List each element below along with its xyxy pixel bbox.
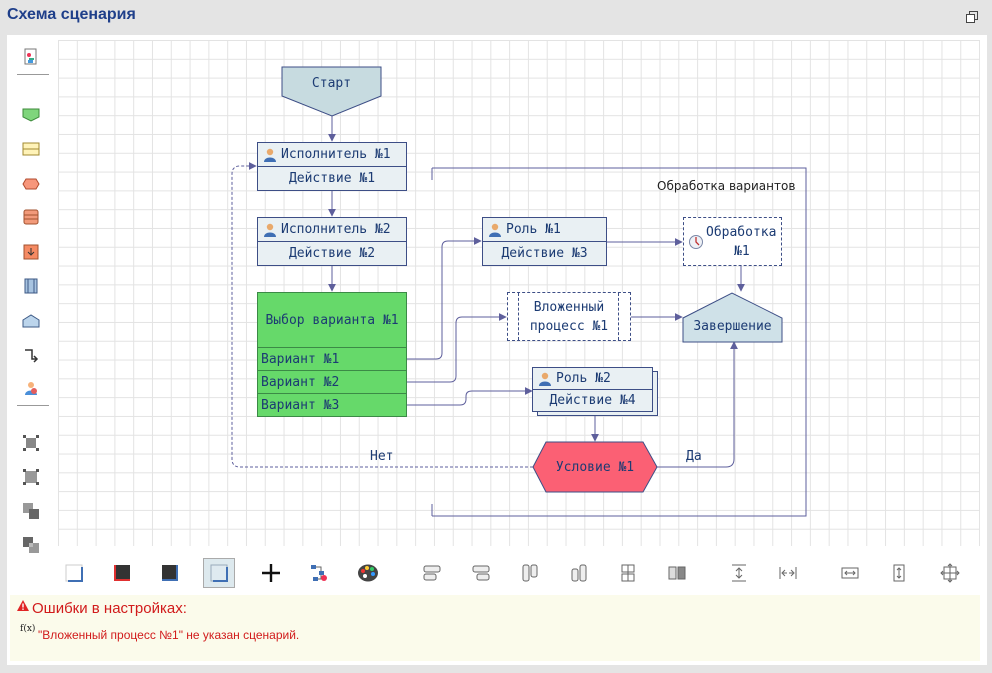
- choice-shape-icon[interactable]: [21, 174, 41, 194]
- variant-2[interactable]: Вариант №2: [258, 371, 406, 394]
- align-top-icon[interactable]: [514, 558, 546, 588]
- user-icon: [264, 223, 276, 237]
- align-left-icon[interactable]: [416, 558, 448, 588]
- style-red-icon[interactable]: [106, 558, 138, 588]
- subprocess-shape-icon[interactable]: [21, 276, 41, 296]
- end-shape-icon[interactable]: [21, 311, 41, 331]
- choice-title: Выбор варианта №1: [258, 293, 406, 348]
- add-icon[interactable]: [255, 558, 287, 588]
- warning-icon: [17, 600, 29, 611]
- palette-icon[interactable]: [352, 558, 384, 588]
- processing-label-1: Обработка: [706, 225, 777, 240]
- align-center-icon[interactable]: [612, 558, 644, 588]
- error-item[interactable]: "Вложенный процесс №1" не указан сценари…: [38, 628, 300, 642]
- choice-node[interactable]: Выбор варианта №1 Вариант №1 Вариант №2 …: [257, 292, 407, 417]
- variant-3[interactable]: Вариант №3: [261, 397, 340, 413]
- user-icon: [264, 148, 276, 162]
- style-dark-icon[interactable]: [154, 558, 186, 588]
- style-selected-icon[interactable]: [203, 558, 235, 588]
- align-bottom-icon[interactable]: [563, 558, 595, 588]
- role2-role: Роль №2: [556, 371, 611, 386]
- errors-panel: Ошибки в настройках: f(x) "Вложенный про…: [10, 595, 980, 661]
- role2-action: Действие №4: [549, 393, 636, 408]
- label-no: Нет: [370, 449, 394, 464]
- select-group-icon[interactable]: [21, 433, 41, 453]
- start-shape-icon[interactable]: [21, 105, 41, 125]
- left-toolbar: [7, 35, 55, 591]
- variants-shape-icon[interactable]: [21, 207, 41, 227]
- step1-performer: Исполнитель №1: [281, 147, 391, 162]
- label-yes: Да: [686, 449, 702, 464]
- restore-window-icon[interactable]: [966, 11, 978, 23]
- align-middle-icon[interactable]: [661, 558, 693, 588]
- start-shape: [281, 66, 382, 117]
- connector-icon[interactable]: [21, 345, 41, 365]
- align-right-icon[interactable]: [465, 558, 497, 588]
- style-light-icon[interactable]: [58, 558, 90, 588]
- condition-label[interactable]: Условие №1: [555, 459, 635, 475]
- action-shape-icon[interactable]: [21, 139, 41, 159]
- group-title: Обработка вариантов: [657, 179, 796, 193]
- variant-1[interactable]: Вариант №1: [258, 348, 406, 371]
- panel-title: Схема сценария: [7, 6, 136, 23]
- role-shape-icon[interactable]: [21, 378, 41, 398]
- step2-performer: Исполнитель №2: [281, 222, 391, 237]
- user-icon: [489, 223, 501, 237]
- bring-front-icon[interactable]: [21, 501, 41, 521]
- subprocess-label-2: процесс №1: [529, 319, 609, 334]
- select-area-icon[interactable]: [21, 467, 41, 487]
- settings-doc-icon[interactable]: [21, 47, 41, 67]
- step1-action: Действие №1: [288, 171, 376, 186]
- subprocess-label-1: Вложенный: [533, 300, 605, 315]
- layout-icon[interactable]: [303, 558, 335, 588]
- condition-shape: [532, 441, 658, 493]
- send-back-icon[interactable]: [21, 535, 41, 555]
- role1-node[interactable]: Роль №1 Действие №3: [482, 217, 607, 266]
- errors-title: Ошибки в настройках:: [32, 600, 187, 617]
- step2-action: Действие №2: [288, 246, 376, 261]
- space-horizontal-icon[interactable]: [772, 558, 804, 588]
- start-label[interactable]: Старт: [311, 75, 352, 91]
- processing-node[interactable]: Обработка №1: [683, 217, 782, 266]
- fit-width-icon[interactable]: [834, 558, 866, 588]
- bottom-toolbar: [58, 555, 980, 591]
- fx-icon: f(x): [20, 624, 36, 634]
- processing-label-2: №1: [734, 244, 750, 259]
- end-shape: [682, 292, 783, 343]
- end-label[interactable]: Завершение: [693, 318, 772, 334]
- role1-role: Роль №1: [506, 222, 561, 237]
- role1-action: Действие №3: [501, 246, 588, 261]
- space-vertical-icon[interactable]: [723, 558, 755, 588]
- group-frame: [432, 167, 807, 517]
- step1-node[interactable]: Исполнитель №1 Действие №1: [257, 142, 407, 191]
- role2-node[interactable]: Роль №2 Действие №4: [532, 367, 653, 412]
- subprocess-node[interactable]: Вложенный процесс №1: [507, 292, 631, 341]
- step2-node[interactable]: Исполнитель №2 Действие №2: [257, 217, 407, 266]
- user-icon: [539, 372, 551, 386]
- fit-height-icon[interactable]: [883, 558, 915, 588]
- fit-all-icon[interactable]: [934, 558, 966, 588]
- clock-icon: [689, 235, 703, 249]
- timer-shape-icon[interactable]: [21, 242, 41, 262]
